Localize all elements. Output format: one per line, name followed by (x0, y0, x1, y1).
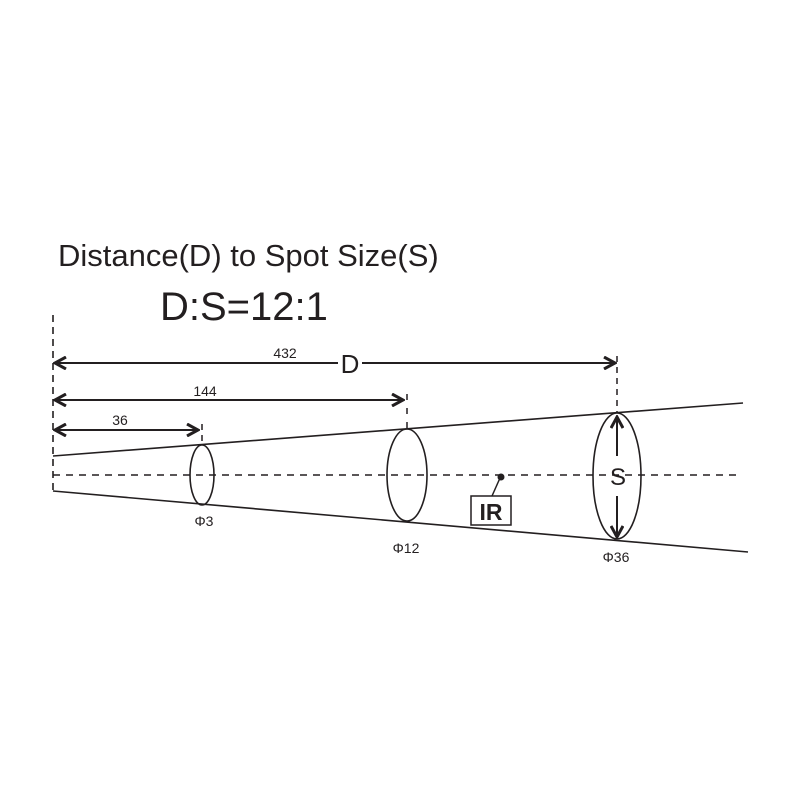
spot-ellipse-36 (592, 412, 642, 540)
spot-label-3: Φ3 (195, 513, 214, 529)
distance-symbol: D (341, 349, 360, 379)
spot-ellipse-12 (386, 428, 428, 522)
spot-label-12: Φ12 (393, 540, 420, 556)
ir-label-box (470, 495, 512, 526)
diagram-title: Distance(D) to Spot Size(S) (58, 238, 439, 273)
beam-lower-edge (52, 490, 749, 553)
ir-label: IR (480, 499, 503, 525)
dimension-label-432: 432 (273, 345, 297, 361)
beam-upper-edge (52, 402, 744, 457)
spot-label-36: Φ36 (603, 549, 630, 565)
spot-size-symbol: S (610, 464, 626, 491)
ir-point-icon (497, 473, 505, 481)
dimension-label-36: 36 (112, 412, 128, 428)
dimension-label-144: 144 (193, 383, 217, 399)
ratio-label: D:S=12:1 (160, 285, 328, 329)
ir-leader-line (491, 477, 501, 497)
spot-ellipse-3 (189, 444, 215, 506)
